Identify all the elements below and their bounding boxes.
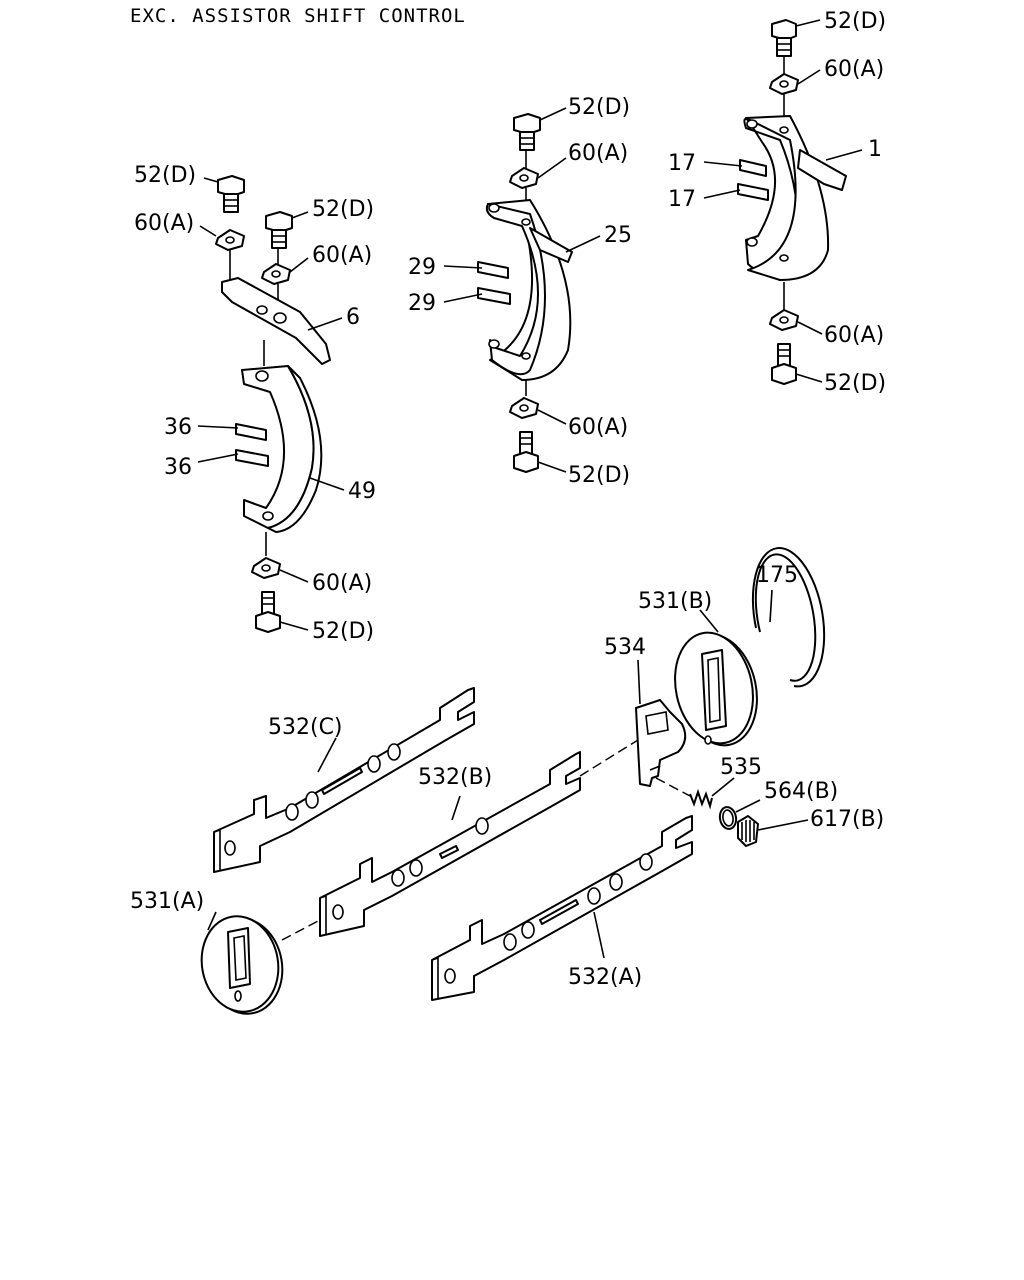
bolt-52d-bottom-a3 [255,591,281,633]
washer-60a-top-a1 [769,73,799,95]
label-532b: 532(B) [418,765,492,790]
disc-531b [674,631,758,747]
label-17-lower: 17 [668,187,696,212]
washer-60a-right-a3 [261,263,291,285]
label-531a: 531(A) [130,889,204,914]
assembly-1: 52(D) 60(A) 1 17 17 60(A) 52(D) [668,9,886,396]
shift-arm-6 [221,277,331,365]
alignment-line-spring [655,777,691,797]
diagram-title: EXC. ASSISTOR SHIFT CONTROL [130,5,466,27]
label-531b: 531(B) [638,589,712,614]
label-52d-a3-right: 52(D) [312,197,374,222]
snap-ring-175 [751,547,826,688]
shift-fork-1 [737,115,847,281]
washer-60a-bottom-a2 [509,397,539,419]
bolt-52d-left-a3 [217,175,245,213]
bolt-52d-bottom-a2 [513,431,539,473]
selector-assembly: 175 531(B) 534 535 564( [130,547,884,1015]
label-52d-a2-bottom: 52(D) [568,463,630,488]
label-532c: 532(C) [268,715,343,740]
label-52d-a1-top: 52(D) [824,9,886,34]
label-532a: 532(A) [568,965,642,990]
label-52d-a3-bottom: 52(D) [312,619,374,644]
bolt-52d-top-a1 [771,19,797,57]
assembly-3: 52(D) 60(A) 52(D) 60(A) 6 36 36 49 60(A)… [134,163,376,644]
shift-fork-25 [477,199,573,381]
label-6: 6 [346,305,360,330]
label-564b: 564(B) [764,779,838,804]
label-617b: 617(B) [810,807,884,832]
plate-532a [431,815,693,1001]
washer-60a-left-a3 [215,229,245,251]
oring-564b [718,806,738,830]
plate-532c [213,687,475,873]
label-60a-a2-top: 60(A) [568,141,628,166]
bolt-52d-right-a3 [265,211,293,249]
washer-60a-bottom-a3 [251,557,281,579]
label-60a-a2-bottom: 60(A) [568,415,628,440]
assembly-2: 52(D) 60(A) 25 29 29 60(A) 52(D) [408,95,632,488]
bolt-52d-top-a2 [513,113,541,151]
label-36-lower: 36 [164,455,192,480]
label-52d-a1-bottom: 52(D) [824,371,886,396]
label-52d-a3-left: 52(D) [134,163,196,188]
alignment-line-lower [281,919,321,941]
label-175: 175 [756,563,798,588]
label-1: 1 [868,137,882,162]
label-60a-a3-left: 60(A) [134,211,194,236]
plug-617b [737,815,759,847]
washer-60a-top-a2 [509,167,539,189]
washer-60a-bottom-a1 [769,309,799,331]
label-49: 49 [348,479,376,504]
label-534: 534 [604,635,646,660]
disc-531a [200,915,284,1015]
label-29-upper: 29 [408,255,436,280]
label-60a-a1-bottom: 60(A) [824,323,884,348]
label-25: 25 [604,223,632,248]
plate-532b [319,751,581,937]
alignment-line-upper [579,739,639,777]
label-36-upper: 36 [164,415,192,440]
label-60a-a1-top: 60(A) [824,57,884,82]
label-60a-a3-right: 60(A) [312,243,372,268]
label-29-lower: 29 [408,291,436,316]
plate-534 [635,699,687,787]
label-52d-a2-top: 52(D) [568,95,630,120]
spring-535 [689,788,713,810]
label-535: 535 [720,755,762,780]
bolt-52d-bottom-a1 [771,343,797,385]
label-17-upper: 17 [668,151,696,176]
label-60a-a3-bottom: 60(A) [312,571,372,596]
shift-fork-49 [235,365,323,533]
